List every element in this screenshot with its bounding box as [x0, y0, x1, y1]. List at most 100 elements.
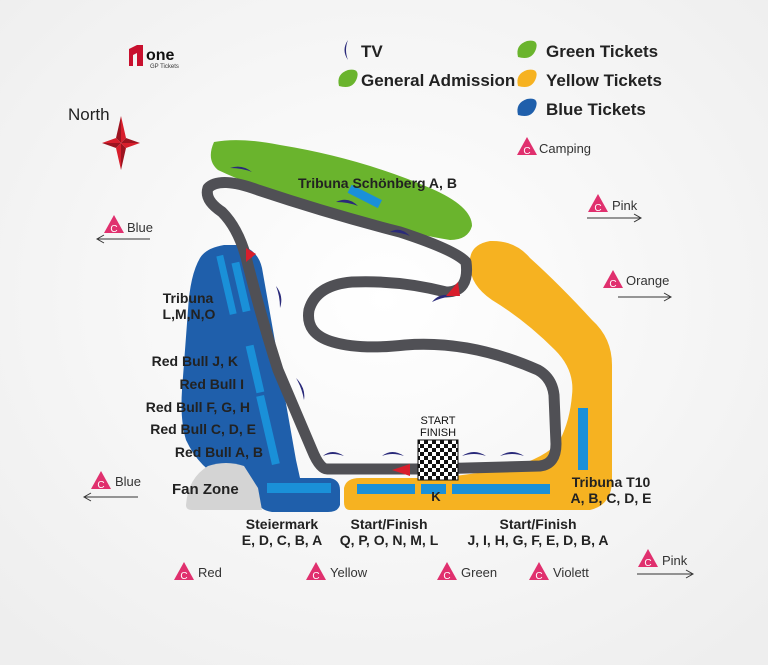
legend: TV General Admission Green Tickets Yello…	[338, 40, 662, 119]
camping-label: Orange	[626, 273, 669, 288]
svg-text:C: C	[312, 571, 319, 582]
svg-text:C: C	[97, 480, 104, 491]
label-start-finish-right-1: Start/Finish	[499, 516, 576, 532]
start-finish: START FINISH	[417, 415, 459, 481]
legend-item-green: Green Tickets	[517, 40, 658, 61]
label-tribuna-lmno-1: Tribuna	[163, 290, 214, 306]
label-start-finish-left-2: Q, P, O, N, M, L	[340, 532, 439, 548]
legend-label: TV	[361, 42, 383, 61]
camping-icon	[588, 194, 608, 212]
camping-marker-green[interactable]: C Green	[437, 562, 497, 582]
label-red-bull-cde: Red Bull C, D, E	[150, 421, 256, 437]
legend-item-yellow: Yellow Tickets	[517, 69, 662, 90]
camping-marker-orange[interactable]: C Orange	[603, 270, 673, 302]
race-track	[201, 177, 562, 475]
camping-label: Violett	[553, 565, 589, 580]
camping-marker-red[interactable]: C Red	[174, 562, 222, 582]
stand-start-finish-left[interactable]	[357, 484, 415, 494]
label-red-bull-fgh: Red Bull F, G, H	[146, 399, 250, 415]
camping-label: Blue	[127, 220, 153, 235]
brand-name: one	[146, 47, 175, 64]
tv-icon	[500, 452, 524, 456]
tv-icon	[336, 199, 358, 206]
green-zone-schoenberg[interactable]	[210, 140, 473, 240]
red-marker-icon	[246, 248, 256, 262]
general-admission-swatch-icon	[338, 69, 358, 87]
stand-red-bull-a-h[interactable]	[256, 394, 280, 466]
camping-marker-blue-upper[interactable]: C Blue	[95, 215, 153, 244]
start-label: START	[420, 415, 455, 427]
fan-zone-area[interactable]	[186, 463, 262, 510]
camping-marker-yellow[interactable]: C Yellow	[306, 562, 368, 582]
legend-item-blue: Blue Tickets	[517, 98, 646, 119]
label-red-bull-ab: Red Bull A, B	[175, 444, 263, 460]
arrow-right-icon	[637, 569, 695, 579]
label-red-bull-i: Red Bull I	[179, 376, 244, 392]
yellow-zone[interactable]	[344, 240, 612, 510]
tv-markers	[230, 166, 524, 456]
svg-text:C: C	[443, 571, 450, 582]
svg-text:C: C	[535, 571, 542, 582]
legend-label: General Admission	[361, 71, 515, 90]
camping-icon	[529, 562, 549, 580]
svg-text:C: C	[609, 279, 616, 290]
stand-tribuna-t10[interactable]	[578, 408, 588, 470]
label-steiermark-1: Steiermark	[246, 516, 319, 532]
arrow-right-icon	[587, 213, 643, 223]
tv-icon	[230, 166, 252, 172]
camping-marker-blue-lower[interactable]: C Blue	[82, 471, 141, 502]
label-tribuna-t10-1: Tribuna T10	[572, 474, 651, 490]
tv-icon	[462, 452, 486, 456]
camping-markers: C Camping C Blue C Pink C Orange C Blue	[82, 137, 695, 582]
camping-label: Pink	[662, 553, 688, 568]
label-k: K	[431, 489, 441, 504]
camping-marker-camping[interactable]: C Camping	[517, 137, 591, 157]
camping-icon	[437, 562, 457, 580]
arrow-left-icon	[95, 234, 150, 244]
camping-icon	[638, 549, 658, 567]
label-red-bull-jk: Red Bull J, K	[152, 353, 238, 369]
tv-swatch-icon	[344, 40, 348, 60]
svg-text:C: C	[110, 224, 117, 235]
camping-icon	[603, 270, 623, 288]
camping-marker-violett[interactable]: C Violett	[529, 562, 589, 582]
legend-item-general-admission: General Admission	[338, 69, 515, 90]
arrow-left-icon	[82, 492, 138, 502]
tv-icon	[390, 229, 410, 236]
camping-label: Green	[461, 565, 497, 580]
svg-text:C: C	[644, 558, 651, 569]
grandstand-bars	[216, 184, 588, 494]
camping-label: Yellow	[330, 565, 368, 580]
red-marker-icon	[446, 282, 460, 296]
stand-start-finish-right[interactable]	[452, 484, 550, 494]
label-start-finish-right-2: J, I, H, G, F, E, D, B, A	[467, 532, 608, 548]
finish-label: FINISH	[420, 427, 456, 439]
label-tribuna-lmno-2: L,M,N,O	[163, 306, 216, 322]
green-swatch-icon	[517, 40, 537, 58]
camping-marker-pink-lower[interactable]: C Pink	[637, 549, 695, 579]
tv-icon	[432, 294, 452, 302]
arrow-right-icon	[618, 292, 673, 302]
stand-red-bull-jk[interactable]	[245, 344, 265, 394]
label-tribuna-t10-2: A, B, C, D, E	[571, 490, 652, 506]
stand-schoenberg[interactable]	[347, 184, 382, 209]
label-schoenberg: Tribuna Schönberg A, B	[298, 175, 457, 191]
stand-steiermark[interactable]	[267, 483, 331, 493]
camping-icon	[306, 562, 326, 580]
tv-icon	[296, 378, 305, 400]
label-steiermark-2: E, D, C, B, A	[242, 532, 322, 548]
tv-icon	[382, 452, 404, 456]
stand-tribuna-lmno-inner[interactable]	[216, 254, 237, 315]
label-fan-zone: Fan Zone	[172, 481, 239, 498]
camping-icon	[517, 137, 537, 155]
stand-tribuna-lmno[interactable]	[231, 261, 251, 313]
legend-label: Green Tickets	[546, 42, 658, 61]
brand-tagline: GP Tickets	[150, 64, 179, 70]
camping-icon	[174, 562, 194, 580]
camping-label: Pink	[612, 198, 638, 213]
stand-k[interactable]	[421, 484, 446, 494]
camping-marker-pink-upper[interactable]: C Pink	[587, 194, 643, 223]
red-markers	[246, 248, 460, 476]
